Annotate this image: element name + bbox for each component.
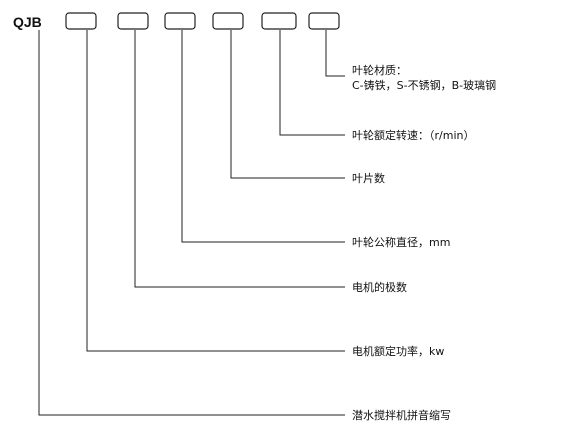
label-blade-count: 叶片数 bbox=[352, 172, 385, 185]
label-impeller-speed: 叶轮额定转速：（r/min） bbox=[352, 128, 474, 142]
label-pinyin-abbr: 潜水搅拌机拼音缩写 bbox=[352, 408, 451, 422]
leader-impeller-speed bbox=[279, 30, 345, 136]
code-box-impeller-diameter bbox=[164, 12, 196, 30]
leader-pinyin-abbr bbox=[38, 30, 345, 416]
label-impeller-material-title: 叶轮材质： bbox=[352, 63, 407, 77]
leader-motor-power bbox=[86, 30, 345, 352]
label-impeller-diameter: 叶轮公称直径，mm bbox=[352, 235, 450, 249]
code-box-impeller-material bbox=[308, 12, 340, 30]
code-box-impeller-speed bbox=[261, 12, 297, 30]
code-box-motor-power bbox=[65, 12, 97, 30]
leader-blade-count bbox=[230, 30, 345, 179]
code-box-motor-poles bbox=[117, 12, 149, 30]
leader-impeller-material bbox=[325, 30, 345, 77]
leader-impeller-diameter bbox=[181, 30, 345, 243]
code-box-blade-count bbox=[212, 12, 244, 30]
label-motor-power: 电机额定功率，kw bbox=[352, 344, 444, 358]
model-prefix: QJB bbox=[13, 14, 42, 30]
label-motor-poles: 电机的极数 bbox=[352, 280, 407, 294]
leader-motor-poles bbox=[134, 30, 345, 288]
label-impeller-material-options: C-铸铁，S-不锈钢，B-玻璃钢 bbox=[352, 78, 496, 92]
